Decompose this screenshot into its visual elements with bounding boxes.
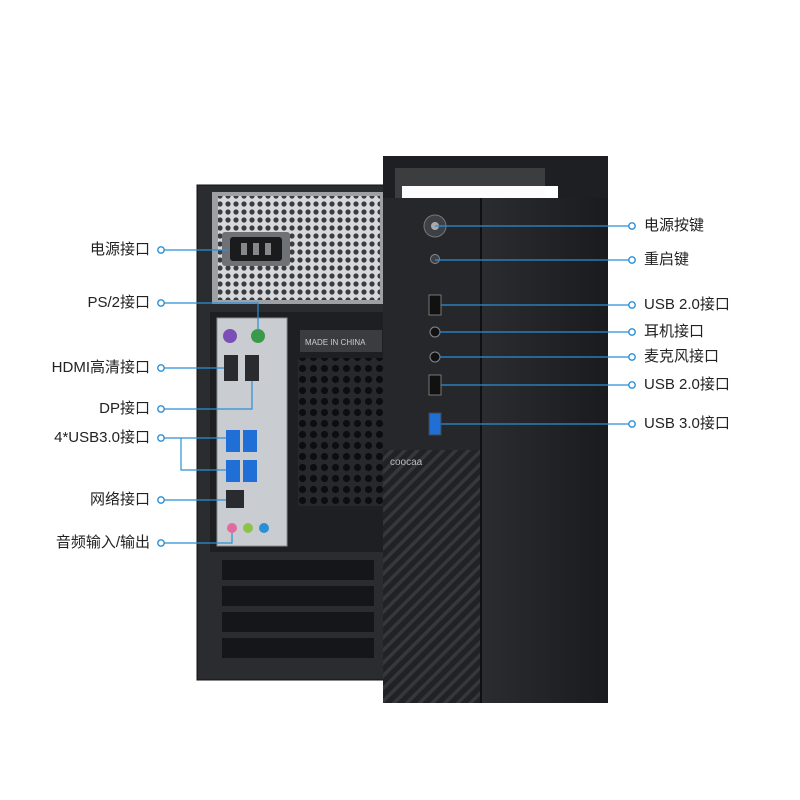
reset-button [430,254,440,264]
lan-port [226,490,244,508]
usb3-port [243,430,257,452]
expansion-slots [222,560,374,658]
usb2-port [428,294,442,316]
usb3-front-port [428,412,442,436]
usb2-port [428,374,442,396]
usb3-port [226,460,240,482]
label-usb2-top: USB 2.0接口 [644,296,730,313]
io-plate: MADE IN CHINA [216,317,382,547]
ps2-port [251,329,265,343]
label-usb3-rear: 4*USB3.0接口 [54,429,150,446]
label-headphone: 耳机接口 [644,323,705,340]
hdmi-port [224,355,238,381]
mic-jack [429,351,441,363]
front-tower: coocaa [383,156,608,703]
label-audio: 音频输入/输出 [55,534,150,551]
rear-chassis: MADE IN CHINA [196,184,388,681]
io-plate-text: MADE IN CHINA [305,338,366,347]
label-power-socket: 电源接口 [89,241,150,258]
front-callout-dots [628,222,636,428]
label-dp: DP接口 [99,400,150,417]
rear-callout-lines [161,249,259,544]
audio-port [243,523,253,533]
label-reset-button: 重启键 [644,251,690,268]
power-socket [222,232,290,266]
label-ps2: PS/2接口 [87,294,150,311]
audio-port [227,523,237,533]
usb3-port [226,430,240,452]
label-usb2-bottom: USB 2.0接口 [644,376,730,393]
label-power-button: 电源按键 [644,217,705,234]
headphone-jack [429,326,441,338]
audio-port [259,523,269,533]
label-usb3-front: USB 3.0接口 [644,415,730,432]
rear-callout-dots [157,246,165,547]
usb3-port [243,460,257,482]
dp-port [245,355,259,381]
brand-logo: coocaa [390,457,423,468]
label-lan: 网络接口 [89,491,150,508]
label-hdmi: HDMI高清接口 [51,359,150,376]
label-mic: 麦克风接口 [644,348,720,365]
front-callout-lines [435,225,632,425]
